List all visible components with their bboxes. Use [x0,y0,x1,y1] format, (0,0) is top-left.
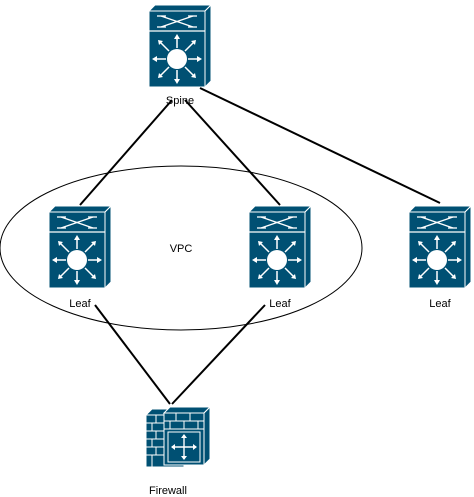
link-leaf1-firewall [94,304,171,405]
link-leaf2-firewall [171,304,266,405]
leaf2-node[interactable]: Leaf [249,206,311,310]
firewall-node[interactable]: Firewall [146,406,210,497]
leaf3-label: Leaf [429,298,451,310]
leaf1-node[interactable]: Leaf [49,206,111,310]
layer3-switch-icon [249,206,311,288]
link-spine-leaf2 [184,99,281,206]
leaf1-label: Leaf [69,298,91,310]
spine-label: Spine [166,95,194,107]
link-spine-leaf3 [199,87,441,204]
spine-node[interactable]: Spine [149,5,211,107]
leaf3-node[interactable]: Leaf [409,206,471,310]
layer3-switch-icon [409,206,471,288]
vpc-label: VPC [170,243,193,255]
link-spine-leaf1 [79,99,173,206]
layer3-switch-icon [149,5,211,87]
firewall-icon [146,406,210,467]
layer3-switch-icon [49,206,111,288]
vpc-group [0,165,363,331]
leaf2-label: Leaf [269,298,291,310]
links [79,87,441,405]
firewall-label: Firewall [149,485,187,497]
